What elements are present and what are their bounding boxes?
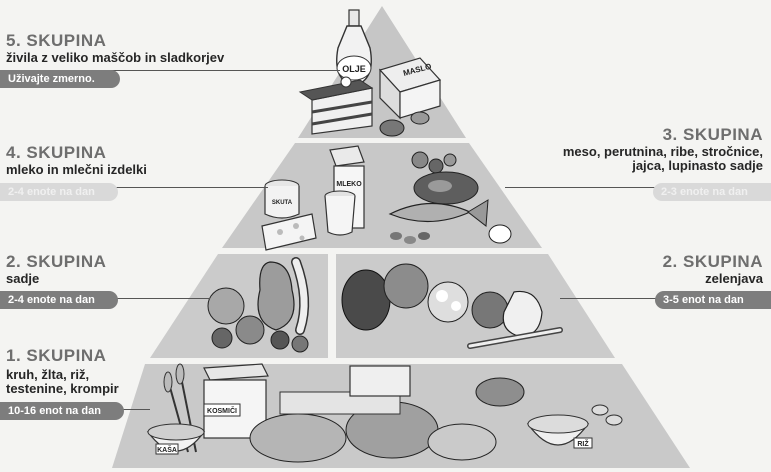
group-2-fruit-description: sadje (6, 272, 106, 287)
group-3-title: 3. SKUPINA (563, 125, 763, 145)
group-4-description: mleko in mlečni izdelki (6, 163, 147, 178)
group-1-serving-badge: 10-16 enot na dan (0, 402, 124, 420)
group-2-veg-description: zelenjava (663, 272, 763, 287)
yogurt-cup-icon (325, 191, 355, 235)
group-3-description-line-2: jajca, lupinasto sadje (563, 159, 763, 174)
group-4-title: 4. SKUPINA (6, 143, 147, 163)
group-1-description-line-1: kruh, žlta, riž, (6, 368, 119, 383)
group-5-serving-badge: Uživajte zmerno. (0, 70, 120, 88)
meat-icon (414, 172, 478, 204)
group-2-fruit-label: 2. SKUPINA sadje (6, 252, 106, 286)
group-3-serving-badge: 2-3 enote na dan (653, 183, 771, 201)
group-2-veg-serving-badge: 3-5 enot na dan (655, 291, 771, 309)
group-2-fruit-title: 2. SKUPINA (6, 252, 106, 272)
pasta-box-icon (350, 366, 410, 396)
group-1-title: 1. SKUPINA (6, 346, 119, 366)
egg-icon (489, 225, 511, 243)
group-4-serving-badge: 2-4 enote na dan (0, 183, 118, 201)
oil-bottle-icon: OLJE (337, 10, 372, 86)
group-3-description-line-1: meso, perutnina, ribe, stročnice, (563, 145, 763, 160)
group-1-description-line-2: testenine, krompir (6, 382, 119, 397)
group-5-title: 5. SKUPINA (6, 31, 224, 51)
oat-flakes-label: KOSMIČI (207, 406, 237, 415)
group-2-veg-title: 2. SKUPINA (663, 252, 763, 272)
group-2-fruit-serving-badge: 2-4 enote na dan (0, 291, 118, 309)
cheese-tub-icon: SKUTA (265, 180, 299, 218)
group-5-description: živila z veliko maščob in sladkorjev (6, 51, 224, 66)
cottage-cheese-label: SKUTA (272, 200, 293, 206)
milk-label: MLEKO (336, 181, 362, 188)
group-4-label: 4. SKUPINA mleko in mlečni izdelki (6, 143, 147, 177)
oil-label: OLJE (342, 64, 366, 74)
group-2-veg-label: 2. SKUPINA zelenjava (663, 252, 763, 286)
group-5-label: 5. SKUPINA živila z veliko maščob in sla… (6, 31, 224, 65)
group-3-label: 3. SKUPINA meso, perutnina, ribe, stročn… (563, 125, 763, 174)
group-1-label: 1. SKUPINA kruh, žlta, riž, testenine, k… (6, 346, 119, 397)
rice-label: RIŽ (577, 439, 589, 448)
porridge-label: KAŠA (157, 445, 177, 454)
